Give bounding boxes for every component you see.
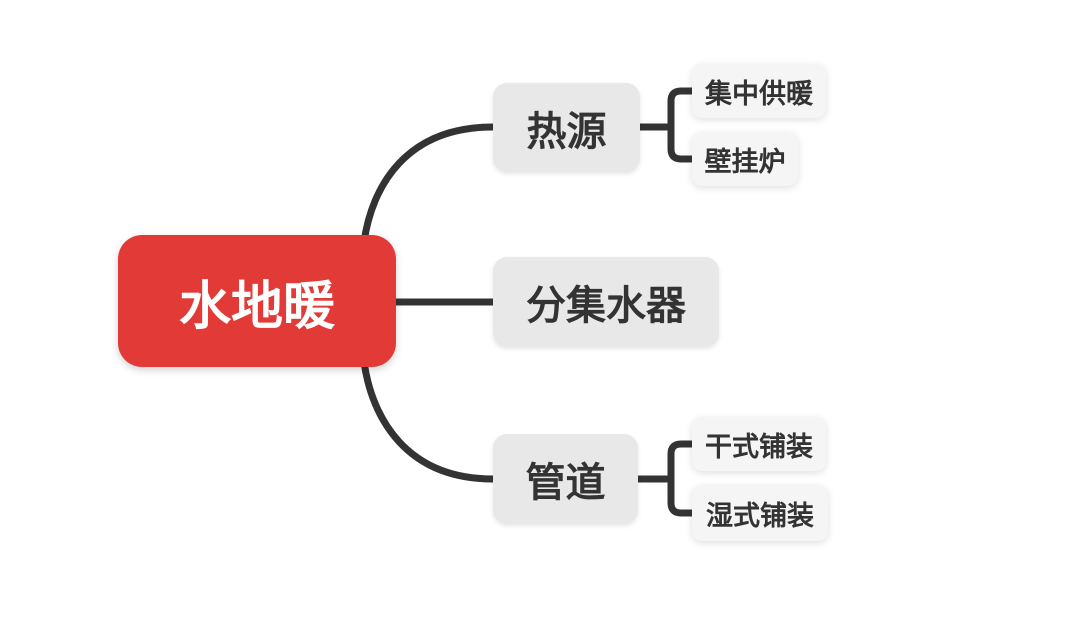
branch-node-manifold[interactable]: 分集水器	[493, 257, 719, 347]
leaf-node-central-heating[interactable]: 集中供暖	[692, 64, 826, 118]
leaf-node-wall-mounted-boiler[interactable]: 壁挂炉	[692, 132, 798, 186]
branch-node-heat-source[interactable]: 热源	[493, 83, 640, 172]
leaf-node-dry-installation[interactable]: 干式铺装	[692, 417, 826, 471]
branch-node-pipe[interactable]: 管道	[493, 434, 638, 524]
root-node-water-floor-heating[interactable]: 水地暖	[118, 235, 396, 367]
edge-pipe-children-bracket	[667, 440, 696, 517]
leaf-node-wet-installation[interactable]: 湿式铺装	[692, 485, 828, 541]
edge-heat-source-children-bracket	[667, 87, 696, 163]
edge-root-to-heat-source	[360, 123, 497, 246]
edge-root-to-pipe	[360, 358, 497, 483]
